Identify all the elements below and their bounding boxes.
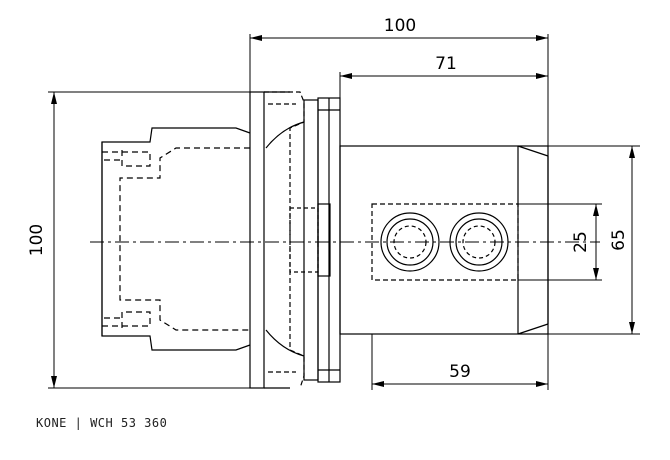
dim-label-inner-diameter: 25 <box>571 231 591 253</box>
drawing-caption: KONE | WCH 53 360 <box>36 416 168 430</box>
arrowheads <box>51 35 635 388</box>
main-body <box>339 145 549 335</box>
flange <box>249 91 305 389</box>
dim-label-outer-diameter: 65 <box>609 229 629 251</box>
shank-hidden-lines <box>102 147 250 331</box>
dim-label-overall-length: 100 <box>384 16 416 36</box>
dim-label-height: 100 <box>27 224 47 256</box>
dimension-lines <box>53 37 633 388</box>
dim-label-body-length: 71 <box>435 54 457 74</box>
extension-lines <box>48 34 640 390</box>
shank-outline <box>101 127 251 351</box>
collar <box>289 97 341 383</box>
dim-label-bottom-length: 59 <box>449 362 471 382</box>
